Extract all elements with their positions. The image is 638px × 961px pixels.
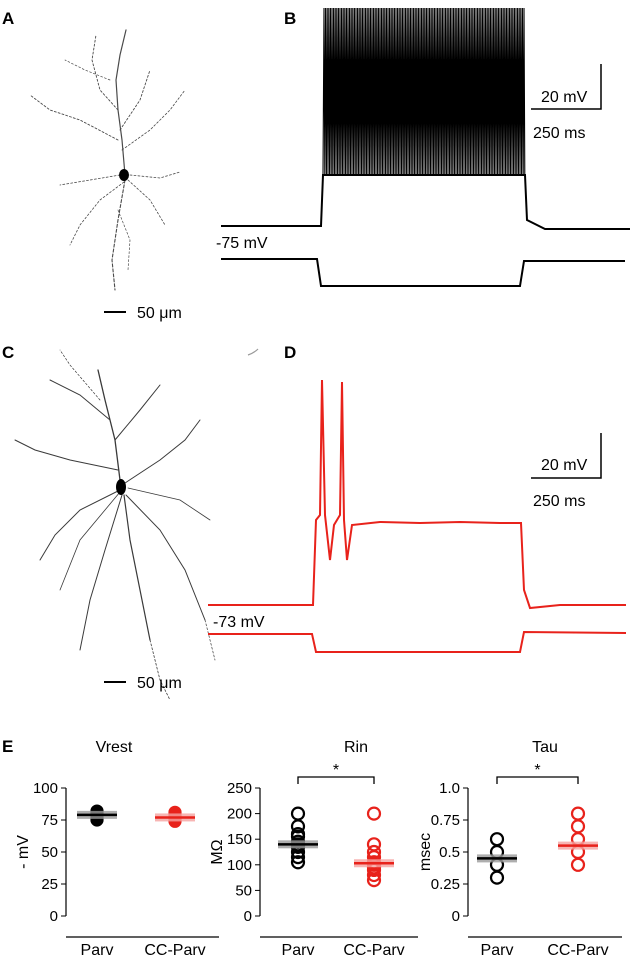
y-tick-label: 0 xyxy=(452,908,460,925)
trace-b-voltage xyxy=(221,7,630,230)
significance-bracket xyxy=(496,776,579,784)
y-tick-label: 0 xyxy=(244,908,252,925)
y-tick-label: 0.5 xyxy=(439,844,460,861)
data-point xyxy=(570,806,586,821)
category-label: Parv xyxy=(81,942,114,959)
chart-title: Vrest xyxy=(96,739,133,756)
y-tick-label: 0 xyxy=(50,908,58,925)
scalebar-d xyxy=(531,433,602,479)
y-tick-label: 0.75 xyxy=(431,812,460,829)
y-tick-label: 1.0 xyxy=(439,780,460,797)
significance-star: * xyxy=(333,762,339,779)
data-point xyxy=(489,832,505,847)
y-tick-label: 150 xyxy=(227,831,252,848)
scalebar-a-label: 50 μm xyxy=(137,305,182,322)
scalebar-d-mv: 20 mV xyxy=(541,457,588,474)
y-tick-label: 100 xyxy=(227,857,252,874)
category-label: Parv xyxy=(481,942,514,959)
y-axis-label: - mV xyxy=(15,835,32,869)
significance-bracket xyxy=(297,776,375,784)
scalebar-b-mv: 20 mV xyxy=(541,89,588,106)
panel-e-charts: Vrest 0 25 50 75 100 - mV Parv CC-Parv Rin 0 50 100 1… xyxy=(15,739,622,959)
chart-title: Tau xyxy=(532,739,558,756)
trace-b-current xyxy=(221,258,625,287)
chart-title: Rin xyxy=(344,739,368,756)
y-tick-label: 250 xyxy=(227,780,252,797)
data-point xyxy=(366,844,382,860)
trace-d-voltage xyxy=(208,379,626,610)
data-point xyxy=(489,870,505,885)
category-label: CC-Parv xyxy=(343,942,404,959)
y-tick-label: 25 xyxy=(41,876,58,893)
y-tick-label: 50 xyxy=(235,882,252,899)
panel-letter-a: A xyxy=(2,9,14,28)
scalebar-c-label: 50 μm xyxy=(137,675,182,692)
y-tick-label: 50 xyxy=(41,844,58,861)
y-tick-label: 200 xyxy=(227,806,252,823)
panel-letter-c: C xyxy=(2,343,14,362)
trace-d-current xyxy=(208,630,627,653)
neuron-c-image xyxy=(14,349,216,701)
vrest-b-label: -75 mV xyxy=(216,235,268,252)
image-artifact xyxy=(247,348,259,356)
scalebar-b xyxy=(531,64,602,110)
category-label: CC-Parv xyxy=(144,942,205,959)
significance-star: * xyxy=(534,762,540,779)
category-label: Parv xyxy=(282,942,315,959)
data-point xyxy=(570,819,586,834)
panel-letter-b: B xyxy=(284,9,296,28)
neuron-a-image xyxy=(29,29,186,291)
panel-letter-e: E xyxy=(2,737,13,756)
y-axis-label: msec xyxy=(417,833,434,871)
data-point xyxy=(290,855,306,870)
y-tick-label: 0.25 xyxy=(431,876,460,893)
data-point xyxy=(366,806,382,821)
data-point xyxy=(290,806,306,821)
chart-vrest: Vrest 0 25 50 75 100 - mV Parv CC-Parv xyxy=(15,739,219,959)
scalebar-b-ms: 250 ms xyxy=(533,125,585,142)
y-tick-label: 75 xyxy=(41,812,58,829)
data-point xyxy=(290,826,306,842)
category-label: CC-Parv xyxy=(547,942,608,959)
data-point xyxy=(570,857,586,872)
scalebar-d-ms: 250 ms xyxy=(533,493,585,510)
data-point xyxy=(366,837,382,852)
panel-letter-d: D xyxy=(284,343,296,362)
vrest-d-label: -73 mV xyxy=(213,614,265,631)
y-tick-label: 100 xyxy=(33,780,58,797)
y-axis-label: MΩ xyxy=(209,839,226,864)
